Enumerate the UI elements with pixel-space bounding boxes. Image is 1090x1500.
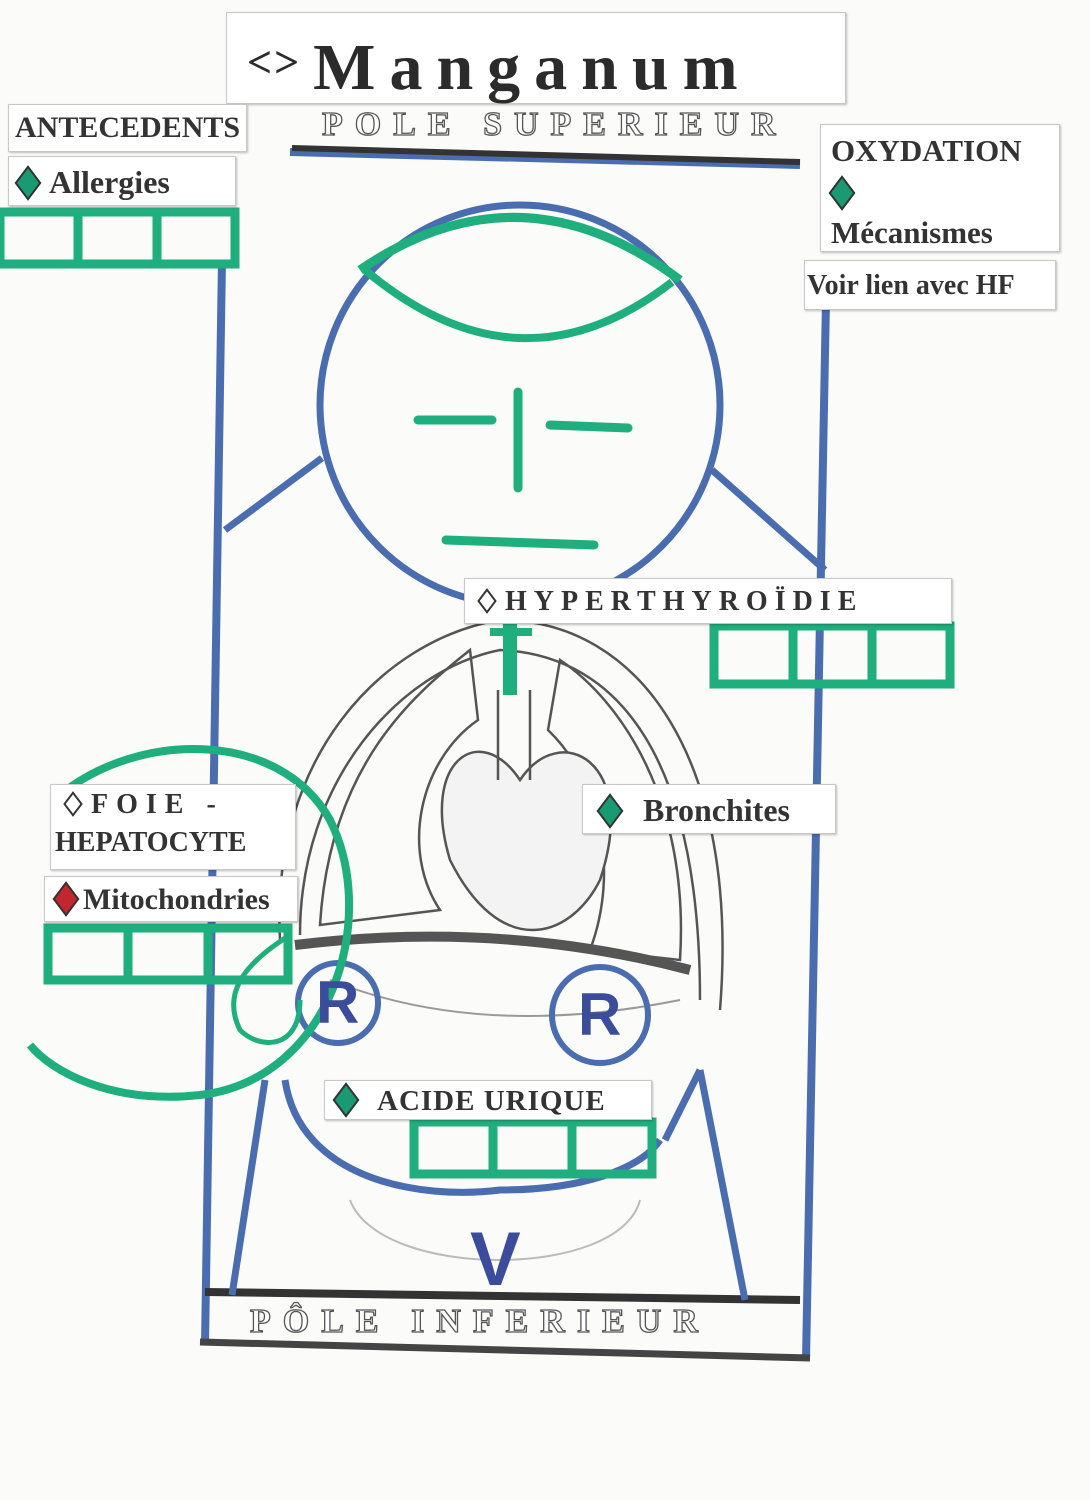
diamond-icon	[63, 790, 83, 817]
acide-urique-label: ACIDE URIQUE	[324, 1080, 652, 1120]
oxydation-box: OXYDATION Mécanismes	[820, 124, 1060, 252]
diamond-icon	[596, 792, 624, 829]
green-boxes	[0, 207, 955, 1179]
outer-frame	[201, 148, 830, 1361]
acide-urique-text: ACIDE URIQUE	[377, 1085, 606, 1117]
antecedents-heading: ANTECEDENTS	[8, 104, 248, 152]
kidney-right	[549, 964, 651, 1066]
diamond-icon	[52, 881, 80, 917]
pole-inferieur: PÔLE INFERIEUR	[249, 1302, 710, 1340]
diamond-icon	[477, 587, 497, 614]
kidney-letter-right: R	[578, 981, 622, 1048]
mitochondries-text: Mitochondries	[83, 883, 270, 916]
pelvis	[228, 1068, 749, 1301]
page-title: <>Manganum	[226, 12, 846, 104]
kidney-letter-left: R	[316, 969, 360, 1036]
diamond-icon	[828, 175, 856, 211]
voir-lien-note: Voir lien avec HF	[804, 260, 1056, 310]
bronchites-label: Bronchites	[582, 784, 836, 834]
pole-superieur: POLE SUPERIEUR	[321, 105, 788, 143]
bronchites-text: Bronchites	[643, 792, 790, 828]
shoulders	[222, 455, 828, 573]
face-marks	[413, 387, 633, 550]
lungs-heart-illustration	[278, 618, 724, 1017]
diamond-icon	[14, 164, 42, 201]
base-letter: V	[470, 1217, 521, 1302]
foie-box: FOIE - HEPATOCYTE	[50, 784, 296, 870]
liver-arc	[26, 745, 353, 1101]
foie-text: FOIE -	[91, 789, 224, 820]
allergies-text: Allergies	[49, 164, 170, 200]
hyperthyroidie-label: HYPERTHYROÏDIE	[464, 578, 952, 624]
hepatocyte-text: HEPATOCYTE	[55, 827, 247, 858]
hyperthyroidie-text: HYPERTHYROÏDIE	[505, 586, 864, 617]
oxydation-heading: OXYDATION	[831, 133, 1022, 168]
title-symbol: <>	[247, 38, 302, 87]
mitochondries-label: Mitochondries	[44, 876, 298, 922]
inferior-bar	[204, 1288, 801, 1304]
allergies-label: Allergies	[8, 156, 236, 206]
diamond-icon	[332, 1082, 360, 1119]
title-text: Manganum	[313, 31, 752, 104]
mecanismes-text: Mécanismes	[831, 215, 993, 250]
